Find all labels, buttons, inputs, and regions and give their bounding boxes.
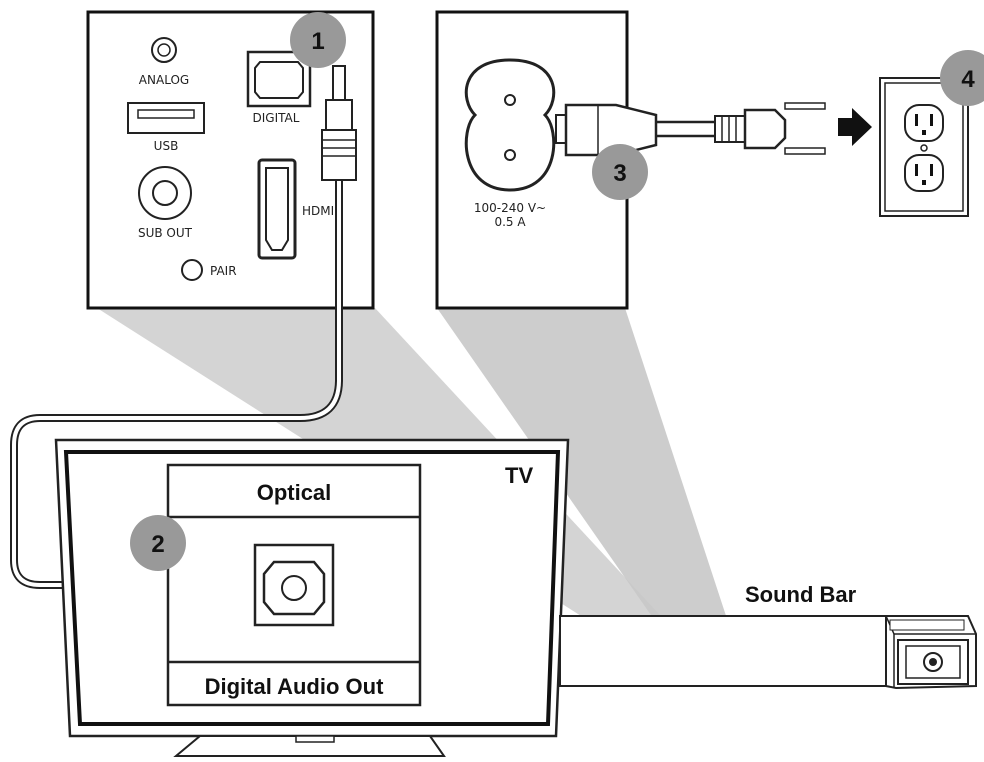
- svg-text:4: 4: [961, 66, 975, 93]
- projection-beam-right: [437, 308, 730, 628]
- pair-label: PAIR: [210, 264, 237, 278]
- tv-optical-port: [253, 543, 335, 627]
- sub-out-label: SUB OUT: [138, 226, 193, 240]
- sound-bar-label: Sound Bar: [745, 582, 857, 607]
- svg-text:2: 2: [151, 531, 164, 558]
- voltage-label: 100-240 V~: [474, 201, 546, 215]
- svg-text:3: 3: [613, 160, 626, 187]
- pair-button: [181, 259, 203, 281]
- power-inlet: [464, 58, 556, 192]
- analog-label: ANALOG: [139, 73, 189, 87]
- svg-text:1: 1: [311, 28, 324, 55]
- current-label: 0.5 A: [494, 215, 526, 229]
- digital-label: DIGITAL: [253, 111, 300, 125]
- power-cord: [555, 102, 826, 157]
- optical-header: Optical: [257, 480, 332, 505]
- sound-bar: [559, 615, 977, 690]
- step-badge-3: 3: [592, 144, 648, 200]
- step-badge-4: 4: [940, 50, 984, 106]
- digital-audio-out-label: Digital Audio Out: [205, 674, 384, 699]
- arrow-right-icon: [838, 108, 872, 146]
- digital-optical-port: [246, 50, 312, 108]
- step-badge-2: 2: [130, 515, 186, 571]
- step-badge-1: 1: [290, 12, 346, 68]
- hdmi-port: [257, 158, 297, 260]
- tv: TV Optical Digital Audio Out: [54, 438, 570, 757]
- usb-label: USB: [154, 139, 179, 153]
- hdmi-label: HDMI: [302, 204, 334, 218]
- tv-label: TV: [505, 463, 533, 488]
